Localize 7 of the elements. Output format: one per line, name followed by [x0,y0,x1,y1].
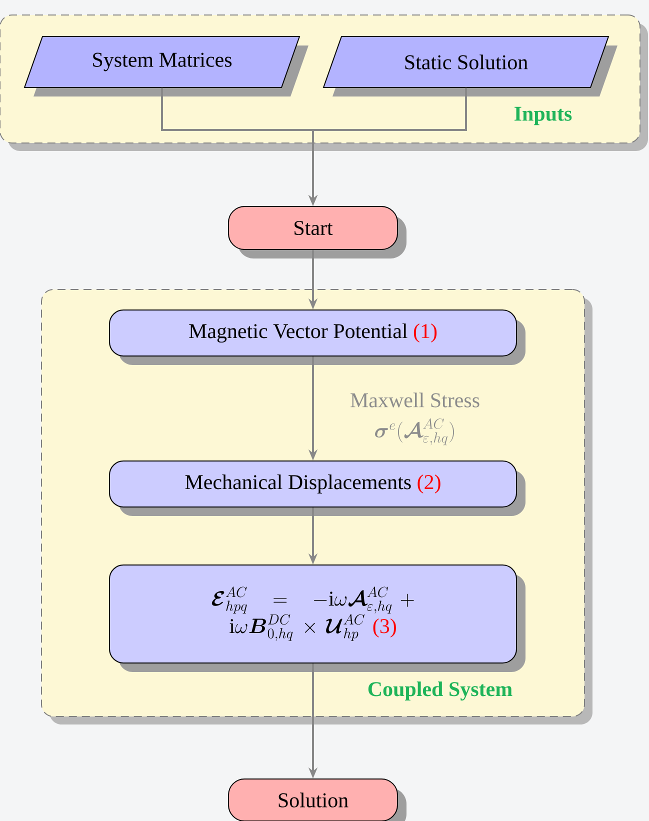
terminal-box: Solution [228,778,406,821]
process-box: Mechanical Displacements (2) [109,460,526,516]
edge-label: Maxwell Stress [350,392,480,408]
process-box: Magnetic Vector Potential (1) [109,310,526,365]
terminal-box: Start [228,206,406,258]
process-box: $\boldsymbol{\mathcal{E}}^{AC}_{hpq} \;=\; -\mathrm{i}\omega\boldsymbol{\mathcal{A}}^{AC}_{\varepsilon,hq} + \mathrm{i}\omega\boldsymbol{B}^{DC}_{0,hq} \times \boldsymbol{\mathcal{U}}^{AC}_{hp}$ (3) [109,564,526,672]
edge-label-formula: $\boldsymbol{\sigma}^{e}(\boldsymbol{\mathcal{A}}^{AC}_{\varepsilon,hq})$ [375,418,454,446]
